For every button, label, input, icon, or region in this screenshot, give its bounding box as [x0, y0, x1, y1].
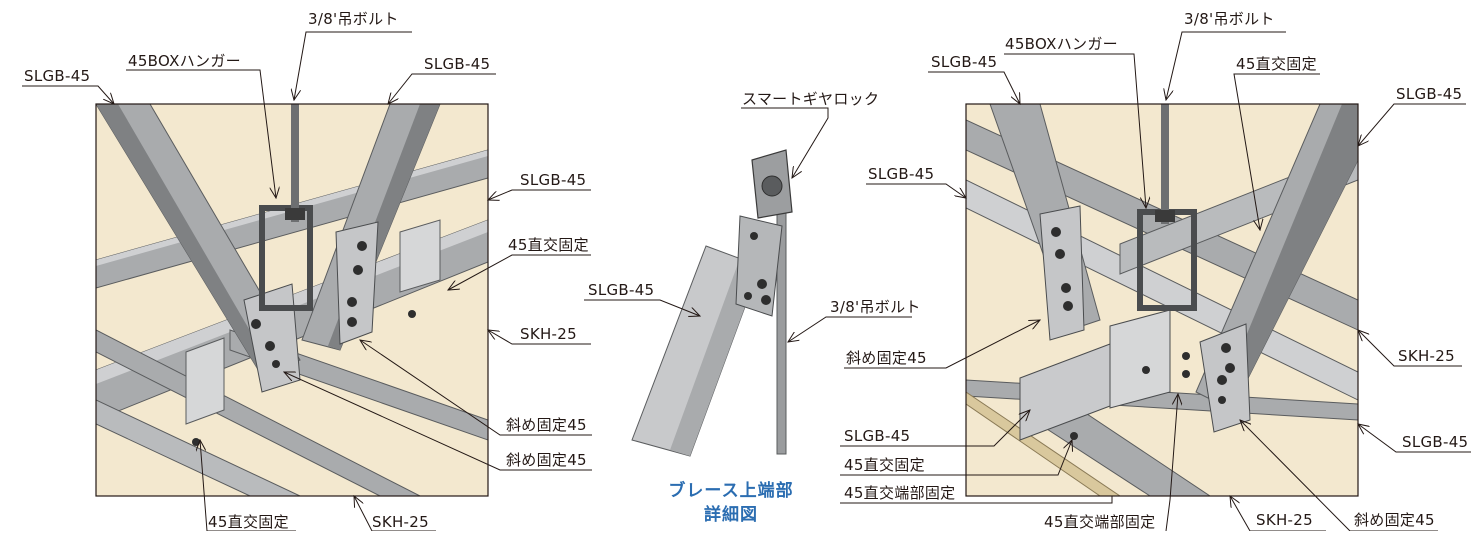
right-bolt-nut	[1155, 210, 1175, 222]
right-hanger-label: 45BOXハンガー	[1005, 35, 1118, 53]
right-hanging-bolt	[1161, 104, 1169, 224]
left-frame-members	[96, 104, 488, 496]
left-cross-channel	[96, 329, 421, 496]
left-cross-clip	[399, 219, 441, 293]
center-lock-plate	[735, 215, 783, 317]
right-brace-right-side	[1218, 104, 1358, 410]
left-slgb-right-label: SLGB-45	[520, 171, 587, 189]
center-view	[631, 149, 793, 457]
right-slgb-right-label: SLGB-45	[1402, 433, 1469, 451]
right-slgb-top-left-label: SLGB-45	[931, 53, 998, 71]
detail-title-line2: 詳細図	[704, 505, 758, 525]
right-slgb-top-right-label: SLGB-45	[1396, 85, 1463, 103]
right-diag-fix-bottom-label: 斜め固定45	[1354, 511, 1435, 529]
center-bolt-label: 3/8'吊ボルト	[830, 298, 921, 316]
left-diag-fix-2-label: 斜め固定45	[506, 451, 587, 469]
left-hanging-bolt	[291, 104, 299, 222]
left-bolt-label: 3/8'吊ボルト	[308, 10, 399, 28]
center-bolts	[744, 232, 771, 305]
left-skh-bottom-label: SKH-25	[372, 513, 429, 531]
right-slgb-bottom-left-label: SLGB-45	[844, 427, 911, 445]
right-diag-fix-left-label: 斜め固定45	[846, 349, 927, 367]
center-slgb-label: SLGB-45	[588, 281, 655, 299]
right-cross-fix-block	[1109, 309, 1171, 409]
center-brace-side	[670, 258, 760, 456]
right-bolt-label: 3/8'吊ボルト	[1184, 10, 1275, 28]
right-slgb-left-label: SLGB-45	[868, 165, 935, 183]
left-skh-right-label: SKH-25	[520, 325, 577, 343]
right-skh-right-label: SKH-25	[1398, 347, 1455, 365]
right-plate-bolts	[1051, 227, 1235, 440]
left-diag-plate-2	[335, 221, 379, 345]
left-diag-fix-1-label: 斜め固定45	[506, 416, 587, 434]
right-cross-end-fix-left-label: 45直交端部固定	[844, 484, 956, 502]
left-slgb-top-left-label: SLGB-45	[24, 67, 91, 85]
left-view	[95, 103, 489, 497]
right-cross-end-fix-bottom-label: 45直交端部固定	[1044, 513, 1156, 531]
left-cross-fix-label: 45直交固定	[508, 236, 589, 254]
right-cross-fix-bottom-label: 45直交固定	[844, 456, 925, 474]
right-skh-bottom-label: SKH-25	[1256, 511, 1313, 529]
right-cross-fix-top-label: 45直交固定	[1236, 55, 1317, 73]
left-slgb-top-right-label: SLGB-45	[424, 55, 491, 73]
left-cross-fix-bottom-label: 45直交固定	[208, 513, 289, 531]
right-view	[965, 103, 1359, 497]
center-gear-lock-knob	[761, 175, 783, 197]
left-hanger-label: 45BOXハンガー	[128, 52, 241, 70]
left-brace-left-side	[96, 104, 274, 376]
left-cross-clip-bottom	[185, 337, 225, 425]
left-view-border	[95, 103, 489, 497]
detail-title-line1: ブレース上端部	[668, 481, 794, 501]
right-wood-edge	[966, 391, 1121, 496]
left-bolt-nut	[285, 208, 305, 220]
center-smart-lock-label: スマートギヤロック	[742, 90, 880, 108]
right-diag-plate-1	[1039, 205, 1085, 341]
right-view-border	[965, 103, 1359, 497]
right-frame-members	[966, 104, 1358, 496]
